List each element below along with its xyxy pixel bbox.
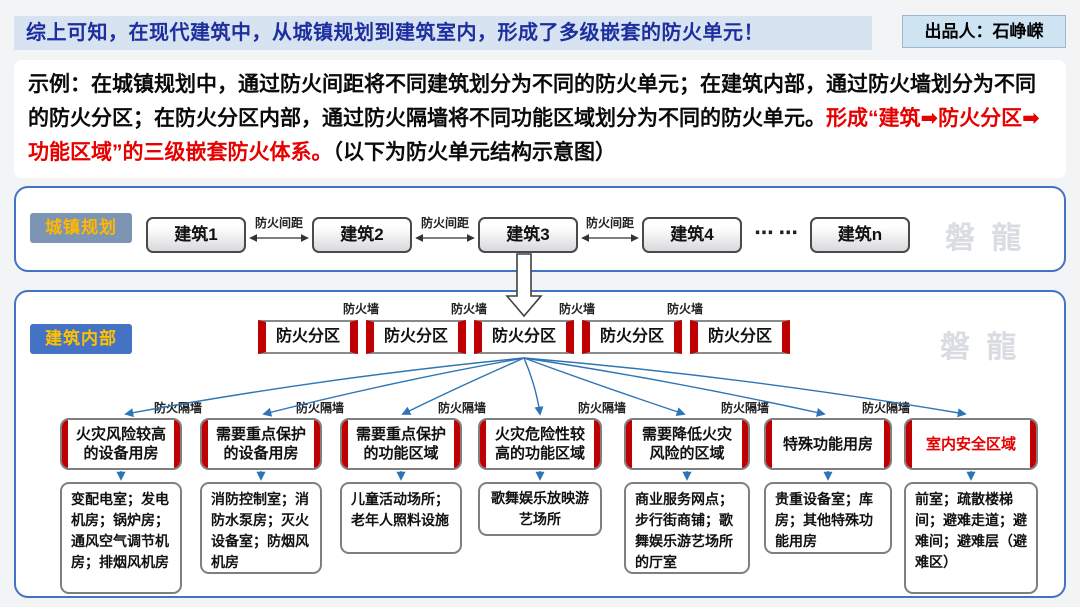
- fire-wall-label-3: 防火墙: [558, 302, 595, 316]
- fire-compartment-3: 防火分区: [474, 320, 574, 354]
- fire-compartment-2: 防火分区: [366, 320, 466, 354]
- fire-partition-label-3: 防火隔墙: [437, 401, 486, 415]
- fire-wall-label-1: 防火墙: [342, 302, 379, 316]
- building-box-1: 建筑1: [146, 217, 246, 253]
- example-note: （以下为防火单元结构示意图）: [332, 141, 617, 164]
- fire-separation-label-3: 防火间距: [585, 216, 634, 230]
- detail-indoor-safe-areas: 前室；疏散楼梯间；避难走道；避难间；避难层（避难区）: [904, 482, 1038, 594]
- fire-wall-label-2: 防火墙: [450, 302, 487, 316]
- detail-key-protected-functional-areas: 儿童活动场所；老年人照料设施: [340, 482, 462, 554]
- fire-partition-label-1: 防火隔墙: [153, 401, 202, 415]
- detail-high-fire-danger-functional-areas: 歌舞娱乐放映游艺场所: [478, 482, 602, 536]
- detail-risk-reduction-areas: 商业服务网点；步行街商铺；歌舞娱乐游艺场所的厅室: [624, 482, 750, 574]
- building-interior-label: 建筑内部: [30, 324, 132, 354]
- building-box-2: 建筑2: [312, 217, 412, 253]
- detail-special-function-rooms: 贵重设备室；库房；其他特殊功能用房: [764, 482, 892, 554]
- detail-key-protected-equipment-rooms: 消防控制室；消防水泵房；灭火设备室；防烟风机房: [200, 482, 322, 574]
- fire-compartment-1: 防火分区: [258, 320, 358, 354]
- urban-planning-label: 城镇规划: [30, 213, 132, 243]
- category-indoor-safe-areas: 室内安全区域: [904, 418, 1038, 470]
- category-high-fire-risk-equipment-rooms: 火灾风险较高的设备用房: [60, 418, 182, 470]
- fire-partition-label-2: 防火隔墙: [295, 401, 344, 415]
- detail-high-fire-risk-equipment-rooms: 变配电室；发电机房；锅炉房；通风空气调节机房；排烟风机房: [60, 482, 182, 594]
- category-high-fire-danger-functional-areas: 火灾危险性较高的功能区域: [478, 418, 602, 470]
- category-risk-reduction-areas: 需要降低火灾风险的区域: [624, 418, 750, 470]
- fire-partition-label-5: 防火隔墙: [720, 401, 769, 415]
- watermark-interior: 磐 龍: [940, 331, 1021, 364]
- fire-partition-label-6: 防火隔墙: [861, 401, 910, 415]
- example-text: 示例：在城镇规划中，通过防火间距将不同建筑划分为不同的防火单元；在建筑内部，通过…: [28, 73, 1036, 130]
- page-title: 综上可知，在现代建筑中，从城镇规划到建筑室内，形成了多级嵌套的防火单元！: [14, 16, 872, 50]
- watermark-urban: 磐 龍: [945, 222, 1026, 255]
- fire-compartment-5: 防火分区: [690, 320, 790, 354]
- example-paragraph: 示例：在城镇规划中，通过防火间距将不同建筑划分为不同的防火单元；在建筑内部，通过…: [14, 60, 1066, 178]
- building-box-n: 建筑n: [810, 217, 910, 253]
- fire-compartment-4: 防火分区: [582, 320, 682, 354]
- fire-wall-label-4: 防火墙: [666, 302, 703, 316]
- example-text-highlight: 形成“建筑➡防火分区➡功能区域”的三级嵌套防火体系。: [28, 107, 1040, 164]
- category-key-protected-equipment-rooms: 需要重点保护的设备用房: [200, 418, 322, 470]
- building-box-3: 建筑3: [478, 217, 578, 253]
- fire-separation-label-2: 防火间距: [420, 216, 469, 230]
- buildings-ellipsis: ⋯ ⋯: [754, 223, 798, 244]
- category-key-protected-functional-areas: 需要重点保护的功能区域: [340, 418, 462, 470]
- category-special-function-rooms: 特殊功能用房: [764, 418, 892, 470]
- fire-separation-label-1: 防火间距: [254, 216, 303, 230]
- building-box-4: 建筑4: [642, 217, 742, 253]
- producer-badge: 出品人：石峥嵘: [902, 15, 1066, 48]
- fire-partition-label-4: 防火隔墙: [577, 401, 626, 415]
